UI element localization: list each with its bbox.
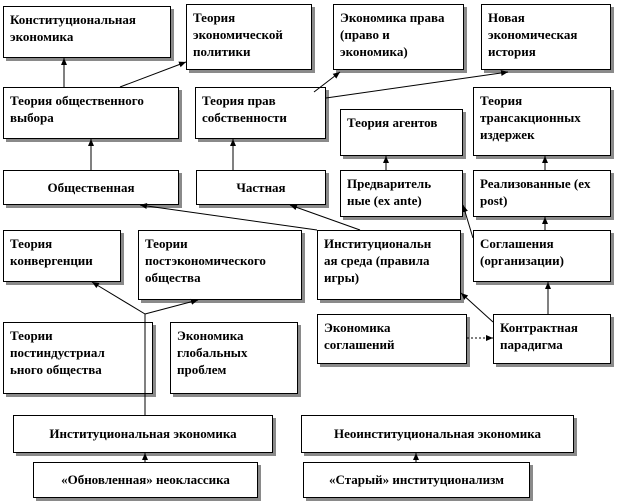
box-predvaritelnye-ex-ante: Предваритель ные (ex ante) bbox=[340, 170, 463, 217]
arrow-inst_ekon-to-postekon bbox=[144, 298, 199, 315]
box-teorii-postekonomicheskogo-obshchestva: Теории постэкономического общества bbox=[138, 230, 302, 300]
box-novaya-ekonomicheskaya-istoriya: Новая экономическая история bbox=[481, 4, 611, 70]
box-ekonomika-prava: Экономика права (право и экономика) bbox=[333, 4, 464, 70]
box-institucionalnaya-sreda: Институциональн ая среда (правила игры) bbox=[317, 230, 461, 300]
box-teoriya-konvergencii: Теория конвергенции bbox=[3, 230, 121, 282]
box-konstitucionalnaya-ekonomika: Конституциональная экономика bbox=[3, 6, 171, 58]
box-teoriya-ekonomicheskoy-politiki: Теория экономической политики bbox=[186, 4, 312, 70]
box-soglasheniya-organizacii: Соглашения (организации) bbox=[473, 230, 611, 282]
box-obnovlennaya-neoklassika: «Обновленная» неоклассика bbox=[33, 462, 258, 498]
box-ekonomika-soglasheniy: Экономика соглашений bbox=[317, 314, 467, 364]
box-staryy-institucionalizm: «Старый» институционализм bbox=[303, 462, 530, 498]
box-teorii-postindustrialnogo-obshchestva: Теории постиндустриал ьного общества bbox=[3, 322, 153, 394]
box-teoriya-obshchestvennogo-vybora: Теория общественного выбора bbox=[3, 87, 179, 139]
box-neoinstitucionalnaya-ekonomika: Неоинституциональная экономика bbox=[301, 415, 574, 453]
arrow-inst_sreda-to-obshestv bbox=[139, 203, 318, 231]
box-obshchestvennaya: Общественная bbox=[3, 170, 179, 205]
box-teoriya-transakcionnyh-izderzhek: Теория трансакционных издержек bbox=[473, 87, 611, 156]
box-institucionalnaya-ekonomika: Институциональная экономика bbox=[13, 415, 273, 453]
box-teoriya-agentov: Теория агентов bbox=[340, 109, 463, 156]
box-chastnaya: Частная bbox=[196, 170, 326, 205]
box-ekonomika-globalnyh-problem: Экономика глобальных проблем bbox=[170, 322, 298, 394]
box-teoriya-prav-sobstvennosti: Теория прав собственности bbox=[195, 87, 326, 139]
arrow-soglashenia-to-ex_ante bbox=[462, 204, 474, 239]
arrow-obsh_vybor-to-teor_ekon_pol bbox=[119, 61, 187, 88]
box-kontraktnaya-paradigma: Контрактная парадигма bbox=[493, 314, 611, 364]
box-realizovannye-ex-post: Реализованные (ex post) bbox=[473, 170, 611, 217]
